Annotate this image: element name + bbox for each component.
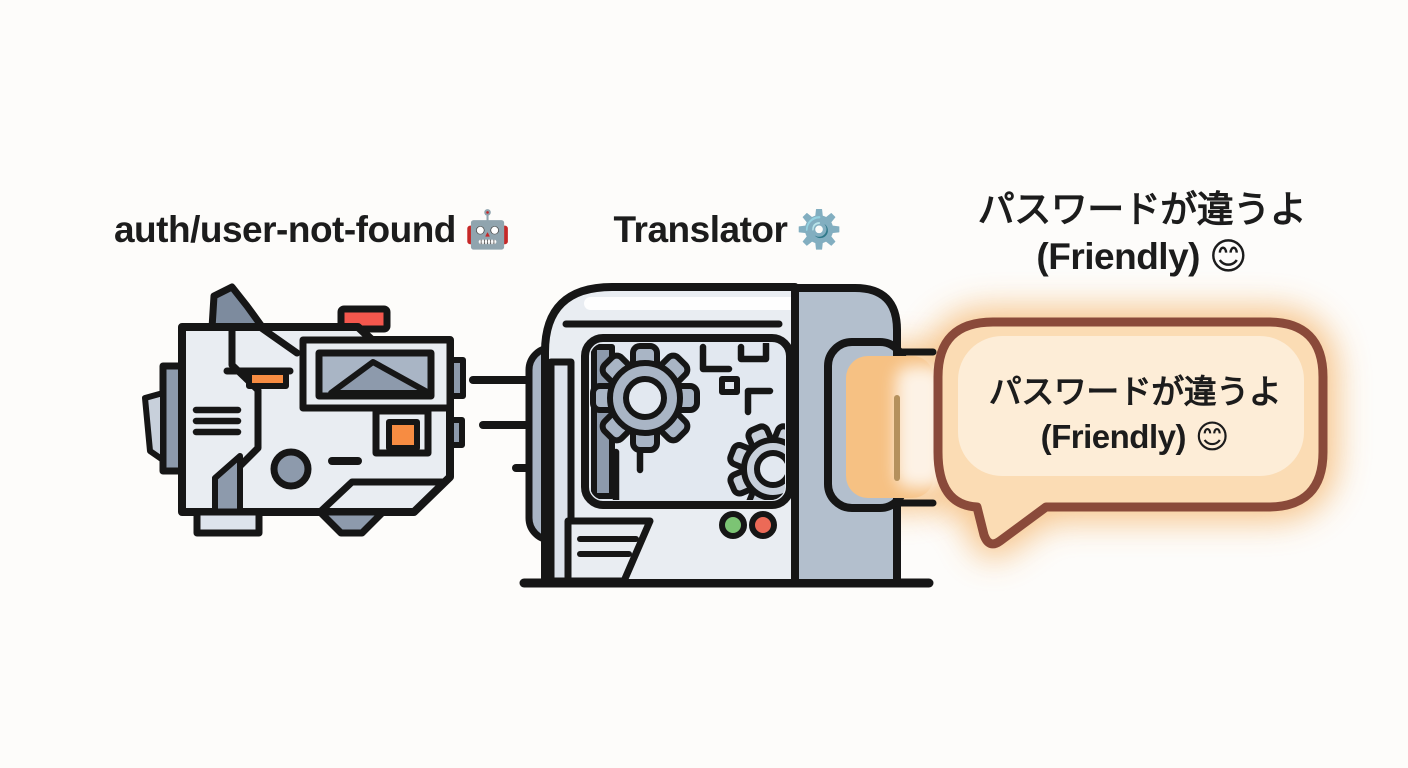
machine-display-triangle xyxy=(328,359,432,396)
translator-text: Translator xyxy=(613,209,788,250)
machine-vent-lines xyxy=(192,406,242,436)
machine-orange-button xyxy=(386,419,420,451)
bubble-line1: パスワードが違うよ xyxy=(988,373,1282,410)
output-label-line1: パスワードが違うよ xyxy=(977,189,1307,230)
machine-slant-panel-line xyxy=(316,478,447,516)
indicator-led-red xyxy=(749,511,777,539)
bubble-smiley-icon: 😊 xyxy=(1194,418,1230,455)
gear-small xyxy=(727,423,785,500)
machine-top-fin xyxy=(208,283,267,332)
bubble-line2: (Friendly)😊 xyxy=(1040,418,1230,455)
gear-window-interior xyxy=(590,343,785,500)
machine-right-foot xyxy=(316,508,387,537)
speech-bubble-text: パスワードが違うよ (Friendly)😊 xyxy=(950,369,1320,459)
machine-port-circle xyxy=(270,448,312,490)
gear-large xyxy=(590,343,700,453)
translator-top-highlight xyxy=(584,297,819,310)
error-machine-illustration xyxy=(142,283,466,537)
machine-left-foot xyxy=(193,508,263,537)
output-message-label: パスワードが違うよ (Friendly)😊 xyxy=(930,186,1354,280)
machine-side-fin xyxy=(142,390,166,463)
translator-machine-illustration xyxy=(519,283,944,588)
translator-label: Translator⚙️ xyxy=(597,206,859,253)
input-signal-lines xyxy=(469,376,538,472)
output-label-line2: (Friendly)😊 xyxy=(1036,236,1248,277)
speech-bubble xyxy=(933,317,1328,549)
indicator-led-green xyxy=(719,511,747,539)
gear-icon: ⚙️ xyxy=(796,209,843,250)
smiley-icon: 😊 xyxy=(1208,236,1248,277)
circuit-node xyxy=(719,376,740,395)
input-error-label: auth/user-not-found🤖 xyxy=(85,206,540,253)
speech-bubble-inner-sheen xyxy=(958,336,1304,476)
machine-fin-seam xyxy=(256,323,301,357)
input-error-text: auth/user-not-found xyxy=(113,209,456,250)
machine-orange-chip xyxy=(246,369,289,389)
robot-icon: 🤖 xyxy=(464,209,511,250)
output-slot-flare xyxy=(896,366,944,488)
